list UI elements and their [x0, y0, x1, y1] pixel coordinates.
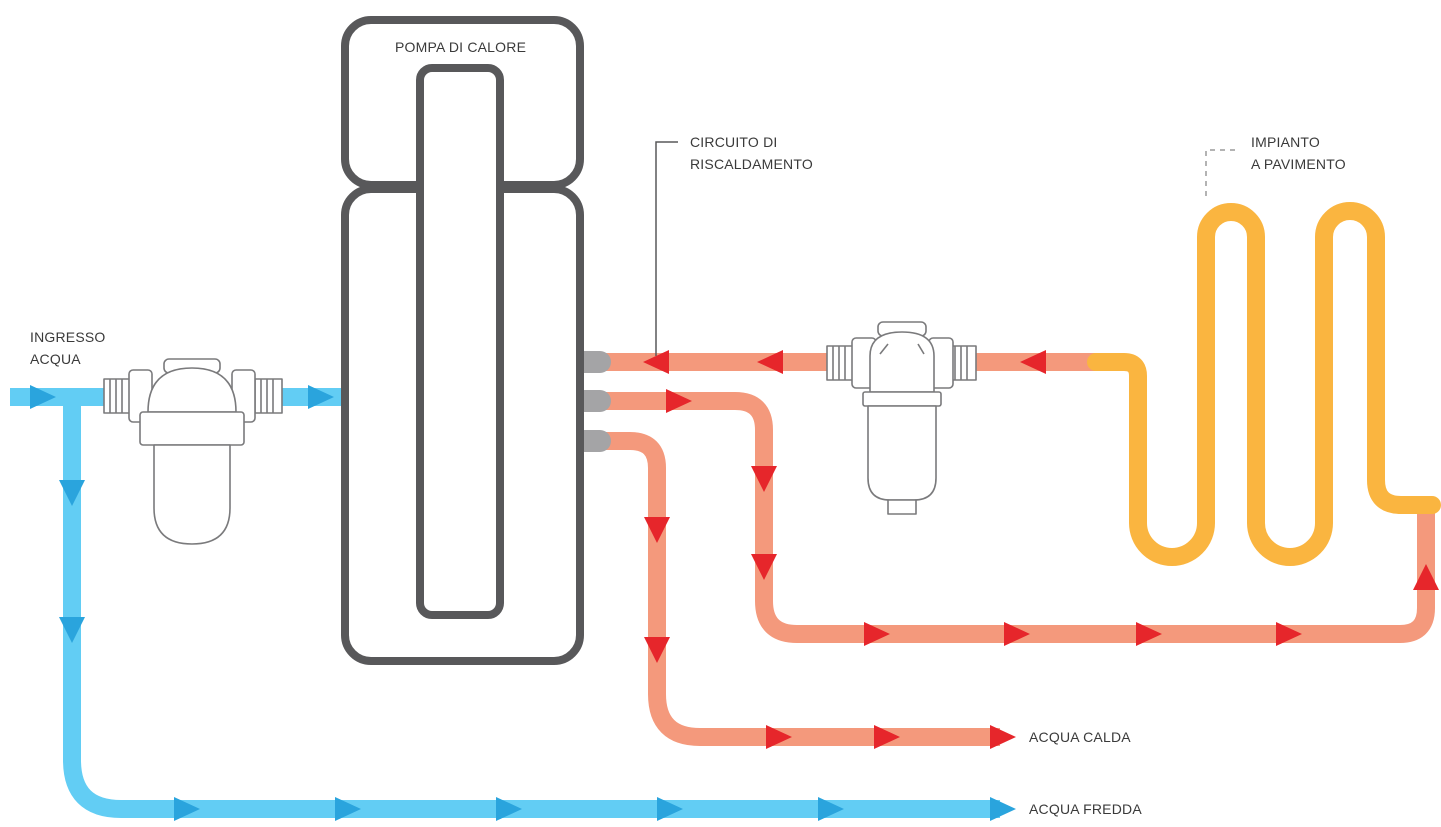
hot-arrow: [644, 517, 670, 543]
floor-system-leader: [1205, 149, 1238, 196]
floor-system-label-line1: IMPIANTO: [1251, 134, 1321, 150]
floor-system-label-line2: A PAVIMENTO: [1251, 156, 1346, 172]
heating-circuit-label-line1: CIRCUITO DI: [690, 134, 778, 150]
heat-pump-label: POMPA DI CALORE: [395, 36, 526, 58]
floor-system-label: IMPIANTO A PAVIMENTO: [1251, 131, 1346, 175]
heat-pump-tank: [416, 64, 504, 619]
cold-outlet-pipe: [63, 397, 1000, 818]
heating-circuit-leader: [655, 141, 678, 356]
fitting-return: [584, 351, 611, 373]
cold-arrow: [990, 797, 1016, 821]
hot-arrow: [1136, 622, 1162, 646]
water-inlet-label-line1: INGRESSO: [30, 329, 106, 345]
hot-arrow: [1413, 564, 1439, 590]
hot-arrow: [1004, 622, 1030, 646]
cold-arrow: [59, 617, 85, 643]
cold-arrow: [308, 385, 334, 409]
hot-arrow: [1276, 622, 1302, 646]
pipe-fittings: [584, 351, 611, 452]
hot-arrow: [757, 350, 783, 374]
cold-water-label: ACQUA FREDDA: [1029, 798, 1142, 820]
hot-water-label: ACQUA CALDA: [1029, 726, 1131, 748]
hot-arrow: [990, 725, 1016, 749]
hot-arrow: [666, 389, 692, 413]
water-inlet-label: INGRESSO ACQUA: [30, 326, 106, 370]
cold-water-arrows: [30, 385, 1016, 821]
heat-pump-label-text: POMPA DI CALORE: [395, 39, 527, 55]
hot-arrow: [1020, 350, 1046, 374]
cold-arrow: [59, 480, 85, 506]
cold-arrow: [335, 797, 361, 821]
hot-water-arrows: [643, 350, 1439, 749]
hot-arrow: [874, 725, 900, 749]
hot-arrow: [864, 622, 890, 646]
hot-water-label-text: ACQUA CALDA: [1029, 729, 1131, 745]
hot-arrow: [644, 637, 670, 663]
cold-arrow: [496, 797, 522, 821]
hot-arrow: [751, 466, 777, 492]
water-inlet-label-line2: ACQUA: [30, 351, 81, 367]
floor-heating-coil: [1087, 202, 1441, 566]
cold-arrow: [818, 797, 844, 821]
inlet-filter: [103, 358, 283, 545]
fitting-hot: [584, 430, 611, 452]
heating-supply-pipe: [598, 392, 1435, 643]
hot-arrow: [766, 725, 792, 749]
hot-water-pipe: [598, 432, 1000, 746]
cold-arrow: [174, 797, 200, 821]
cold-water-label-text: ACQUA FREDDA: [1029, 801, 1142, 817]
heating-circuit-label-line2: RISCALDAMENTO: [690, 156, 813, 172]
cold-arrow: [30, 385, 56, 409]
hot-arrow: [751, 554, 777, 580]
hot-arrow: [643, 350, 669, 374]
heating-circuit-label: CIRCUITO DI RISCALDAMENTO: [690, 131, 813, 175]
fitting-supply: [584, 390, 611, 412]
cold-arrow: [657, 797, 683, 821]
heating-filter: [826, 321, 977, 515]
